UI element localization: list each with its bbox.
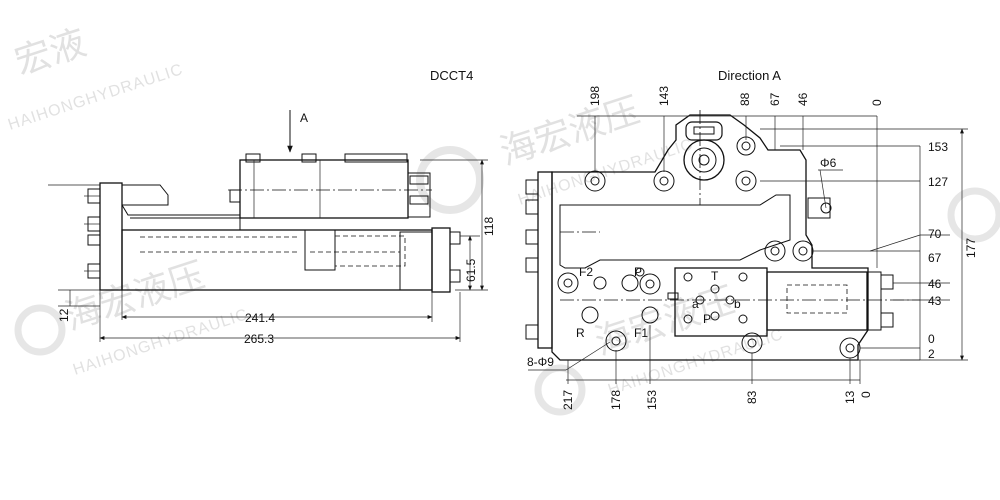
watermark-logo-3 bbox=[534, 364, 586, 416]
right-view: F2 P T a b P R F1 Φ6 8-Φ9 198 143 88 67 … bbox=[525, 86, 978, 410]
left-view: A bbox=[48, 110, 496, 346]
right-main-outline bbox=[551, 114, 869, 361]
right-dim-177: 177 bbox=[964, 238, 978, 258]
bottom-dim-217: 217 bbox=[561, 390, 575, 410]
view-arrow-a-label: A bbox=[300, 111, 308, 125]
right-dim-67: 67 bbox=[928, 251, 942, 265]
port-label-a: a bbox=[692, 297, 699, 311]
watermark-cn-1: 宏液 bbox=[10, 22, 91, 83]
label-phi6: Φ6 bbox=[820, 156, 837, 170]
dim-265-3: 265.3 bbox=[244, 332, 274, 346]
watermark-logo-4 bbox=[947, 187, 1000, 243]
port-label-f2: F2 bbox=[579, 265, 593, 279]
top-boss bbox=[685, 121, 723, 141]
port-label-p-bottom: P bbox=[703, 312, 711, 326]
right-dim-0: 0 bbox=[928, 332, 935, 346]
port-label-b: b bbox=[734, 297, 741, 311]
solenoid-body bbox=[766, 271, 868, 331]
left-upper-valve bbox=[239, 159, 409, 219]
right-end-plate bbox=[431, 227, 451, 293]
port-label-t: T bbox=[711, 269, 719, 283]
right-dim-127: 127 bbox=[928, 175, 948, 189]
left-end-plate bbox=[99, 182, 123, 291]
top-dim-198: 198 bbox=[588, 86, 602, 106]
watermark-logo-1 bbox=[416, 146, 484, 214]
top-dim-67: 67 bbox=[768, 92, 782, 106]
right-dim-43: 43 bbox=[928, 294, 942, 308]
top-dim-88: 88 bbox=[738, 92, 752, 106]
dim-12: 12 bbox=[57, 308, 71, 322]
right-view-title: Direction A bbox=[718, 68, 781, 83]
port-label-f1: F1 bbox=[634, 326, 648, 340]
top-dim-46: 46 bbox=[796, 92, 810, 106]
right-dim-70: 70 bbox=[928, 227, 942, 241]
watermark-layer: 宏液 HAIHONGHYDRAULIC 海宏液压 HAIHONGHYDRAULI… bbox=[6, 22, 1000, 416]
dim-118: 118 bbox=[482, 217, 496, 236]
right-dim-153: 153 bbox=[928, 140, 948, 154]
right-dim-46: 46 bbox=[928, 277, 942, 291]
label-8phi9: 8-Φ9 bbox=[527, 355, 554, 369]
left-view-title: DCCT4 bbox=[430, 68, 473, 83]
dim-241-4: 241.4 bbox=[245, 311, 275, 325]
bottom-dim-83: 83 bbox=[745, 390, 759, 404]
bottom-dim-153: 153 bbox=[645, 390, 659, 410]
bottom-dim-0: 0 bbox=[859, 391, 873, 398]
bottom-dim-178: 178 bbox=[609, 390, 623, 410]
port-label-r: R bbox=[576, 326, 585, 340]
dim-61-5: 61.5 bbox=[464, 258, 478, 282]
top-dim-143: 143 bbox=[657, 86, 671, 106]
port-label-p-top: P bbox=[634, 265, 642, 279]
watermark-logo-2 bbox=[14, 304, 66, 356]
top-dim-0: 0 bbox=[870, 99, 884, 106]
right-dim-2: 2 bbox=[928, 347, 935, 361]
bottom-dim-13: 13 bbox=[843, 390, 857, 404]
